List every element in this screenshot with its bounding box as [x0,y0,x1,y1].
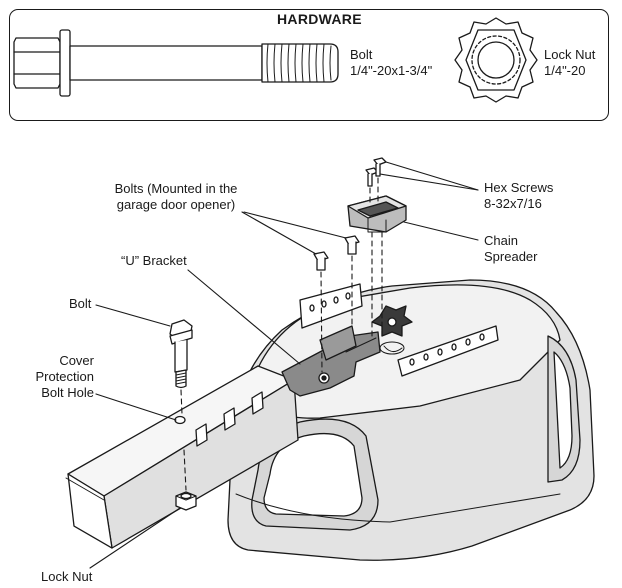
hardware-bolt-label: Bolt 1/4"-20x1-3/4" [350,47,432,79]
right-mount-rail [397,325,499,377]
mounted-bolt-2 [344,235,360,255]
u-bracket [281,325,381,397]
hardware-title: HARDWARE [269,11,370,27]
callout-chain-spreader: Chain Spreader [484,233,537,265]
callout-u-bracket: “U” Bracket [121,253,187,268]
callout-cover-line3: Bolt Hole [41,385,94,400]
callout-hex-screws: Hex Screws 8-32x7/16 [484,180,553,212]
callout-chain-spreader-line2: Spreader [484,249,538,264]
leader-lines [89,161,479,569]
hardware-bolt-illustration [13,29,339,97]
loose-bolt [169,319,193,389]
hardware-bolt-size: 1/4"-20x1-3/4" [350,63,433,78]
left-mount-rail [299,283,363,329]
callout-bolts-mounted-line1: Bolts (Mounted in the [114,181,238,196]
callout-bolt: Bolt [69,296,92,311]
hardware-lock-nut-illustration [454,17,538,103]
callout-lock-nut: Lock Nut [41,569,93,584]
callout-chain-spreader-line1: Chain [484,233,518,248]
opener-housing [227,279,595,561]
callout-bolts-mounted-line2: garage door opener) [116,197,236,212]
hardware-nut-size: 1/4"-20 [544,63,586,78]
hardware-nut-label: Lock Nut 1/4"-20 [544,47,595,79]
alignment-dashes [180,177,383,491]
callout-bolts-mounted: Bolts (Mounted in the garage door opener… [108,181,244,213]
callout-hex-screws-line2: 8-32x7/16 [484,196,542,211]
mounted-bolt-1 [313,251,329,271]
callout-cover-protection: Cover Protection Bolt Hole [10,353,94,401]
lock-nut [175,491,197,511]
hardware-panel: HARDWARE [9,9,609,121]
callout-hex-screws-line1: Hex Screws [484,180,554,195]
hardware-nut-name: Lock Nut [544,47,596,62]
callout-cover-line1: Cover [59,353,94,368]
callout-cover-line2: Protection [35,369,94,384]
hardware-bolt-name: Bolt [350,47,373,62]
chain-spreader [347,195,407,233]
rail-t-bar [65,365,299,549]
hex-screw-2 [373,157,387,177]
